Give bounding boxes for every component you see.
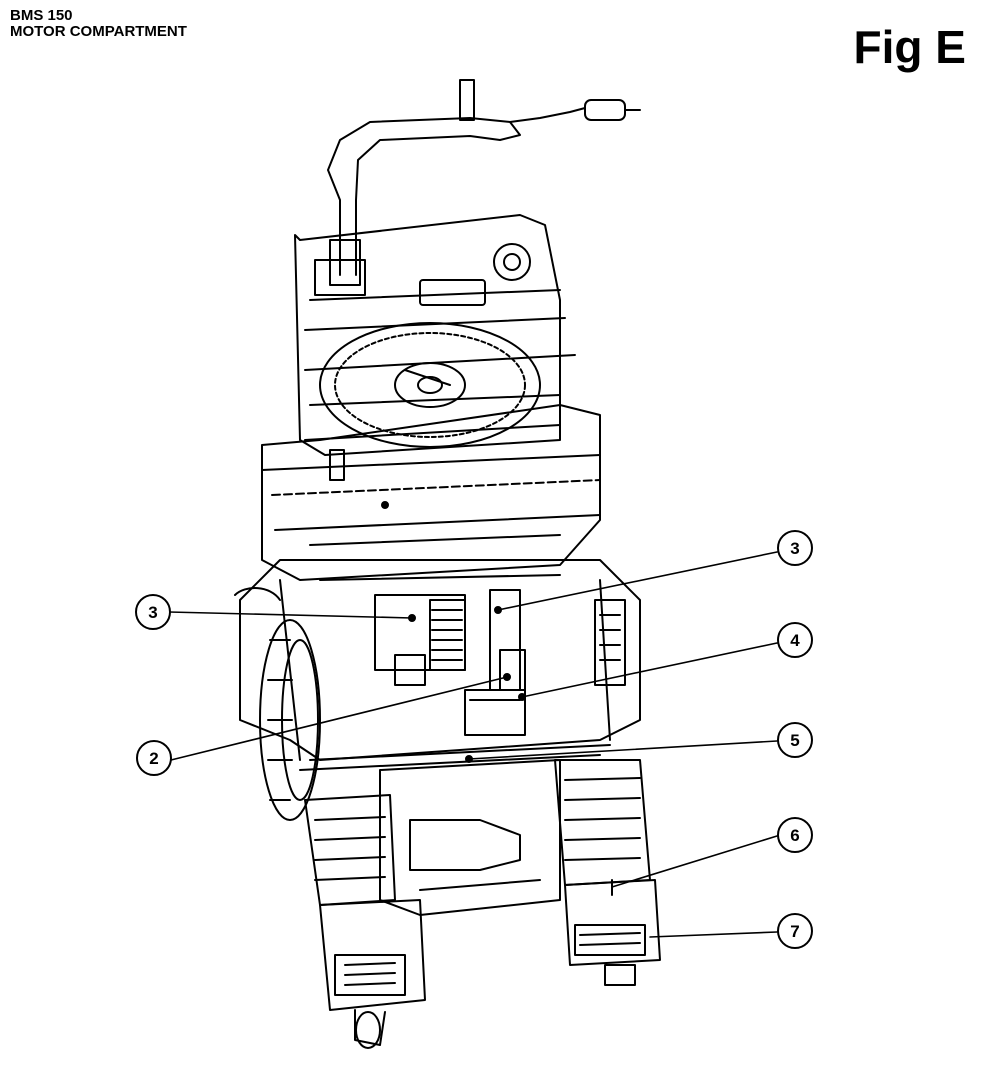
callout-6: 6 <box>777 817 813 853</box>
callout-2: 2 <box>136 740 172 776</box>
svg-text:2: 2 <box>149 749 158 768</box>
svg-text:4: 4 <box>790 631 800 650</box>
right-side-unit <box>594 599 626 686</box>
right-leg <box>554 759 661 986</box>
leader-lines <box>168 551 778 938</box>
motor-housing <box>261 404 601 581</box>
svg-text:3: 3 <box>148 603 157 622</box>
section-title: MOTOR COMPARTMENT <box>10 23 187 40</box>
svg-text:3: 3 <box>790 539 799 558</box>
left-leg <box>304 794 426 1049</box>
callout-7: 7 <box>777 913 813 949</box>
handle-assembly <box>327 79 641 286</box>
callout-5: 5 <box>777 722 813 758</box>
callout-3-right: 3 <box>777 530 813 566</box>
svg-text:6: 6 <box>790 826 799 845</box>
lower-frame <box>239 559 641 771</box>
control-components <box>374 589 526 763</box>
model-label: BMS 150 <box>10 7 73 24</box>
blade-wheel <box>319 322 541 448</box>
lower-gearbox <box>379 759 561 916</box>
svg-text:5: 5 <box>790 731 799 750</box>
left-wheel <box>234 587 321 821</box>
callout-3-left: 3 <box>135 594 171 630</box>
callout-4: 4 <box>777 622 813 658</box>
header-block: BMS 150 MOTOR COMPARTMENT <box>10 8 187 40</box>
figure-label: Fig E <box>853 21 966 73</box>
svg-text:7: 7 <box>790 922 799 941</box>
